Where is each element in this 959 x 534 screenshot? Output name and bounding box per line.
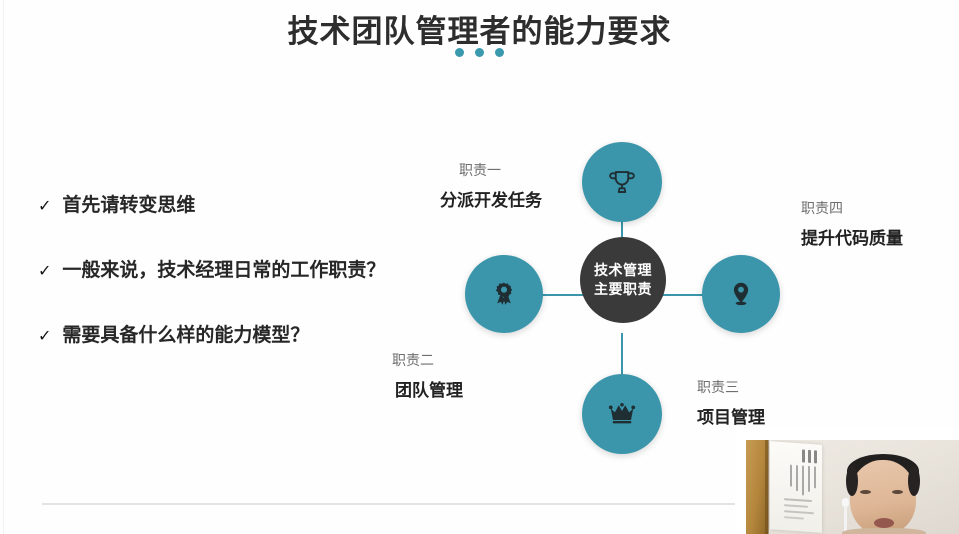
check-icon: ✓	[38, 263, 52, 280]
title-dot-3	[495, 48, 504, 57]
footer-divider	[42, 503, 957, 505]
camera-person-mouth	[874, 518, 894, 528]
diagram-node-top[interactable]	[582, 142, 662, 222]
diagram-node-bottom[interactable]	[582, 374, 662, 454]
check-icon: ✓	[38, 328, 52, 345]
duty-label-three: 职责三 项目管理	[697, 377, 765, 428]
location-pin-icon	[733, 282, 749, 306]
title-dot-1	[455, 48, 464, 57]
title-dot-decoration	[0, 48, 959, 57]
list-item: ✓ 首先请转变思维	[38, 190, 458, 217]
camera-person-hair-right	[908, 466, 920, 496]
duty-number: 职责四	[801, 200, 843, 216]
duty-text: 团队管理	[395, 381, 463, 400]
duty-number: 职责一	[459, 162, 501, 178]
list-item: ✓ 一般来说，技术经理日常的工作职责？	[38, 255, 458, 282]
presenter-camera-video	[746, 440, 959, 534]
slide-left-edge	[3, 0, 4, 534]
connector-bottom	[621, 333, 623, 413]
check-icon: ✓	[38, 198, 52, 215]
list-item-label: 首先请转变思维	[62, 195, 196, 216]
diagram-node-left[interactable]	[465, 255, 543, 333]
duty-text: 提升代码质量	[801, 229, 903, 248]
camera-door-frame	[746, 440, 768, 534]
responsibility-diagram: 技术管理 主要职责	[440, 120, 800, 460]
hub-line-2: 主要职责	[594, 281, 652, 297]
diagram-hub: 技术管理 主要职责	[580, 237, 666, 323]
presenter-camera-overlay[interactable]	[735, 428, 959, 534]
hub-line-1: 技术管理	[594, 261, 652, 278]
duty-text: 项目管理	[697, 408, 765, 427]
earbud-icon	[842, 498, 849, 507]
list-item: ✓ 需要具备什么样的能力模型？	[38, 320, 458, 347]
duty-label-one: 职责一 分派开发任务	[418, 160, 542, 211]
duty-number: 职责二	[392, 352, 434, 368]
diagram-node-right[interactable]	[702, 255, 780, 333]
bullet-list: ✓ 首先请转变思维 ✓ 一般来说，技术经理日常的工作职责？ ✓ 需要具备什么样的…	[38, 190, 458, 385]
trophy-icon	[609, 171, 635, 193]
connector-top	[621, 182, 623, 262]
title-dot-2	[475, 48, 484, 57]
duty-text: 分派开发任务	[440, 191, 542, 210]
camera-person-shoulder	[842, 528, 926, 534]
camera-wall-poster	[770, 441, 822, 533]
earbud-wire	[844, 506, 847, 534]
list-item-label: 需要具备什么样的能力模型？	[62, 325, 310, 346]
camera-door-edge	[765, 440, 769, 534]
camera-person-eye-left	[860, 490, 871, 494]
crown-icon	[608, 403, 636, 424]
camera-person-eye-right	[892, 490, 903, 494]
page-title: 技术团队管理者的能力要求	[287, 14, 672, 49]
duty-label-four: 职责四 提升代码质量	[801, 198, 903, 249]
duty-label-two: 职责二 团队管理	[363, 350, 463, 401]
connector-left	[538, 294, 624, 296]
award-ribbon-icon	[495, 282, 513, 305]
list-item-label: 一般来说，技术经理日常的工作职责？	[62, 260, 386, 281]
duty-number: 职责三	[697, 379, 739, 395]
camera-person-hair-left	[846, 466, 858, 496]
